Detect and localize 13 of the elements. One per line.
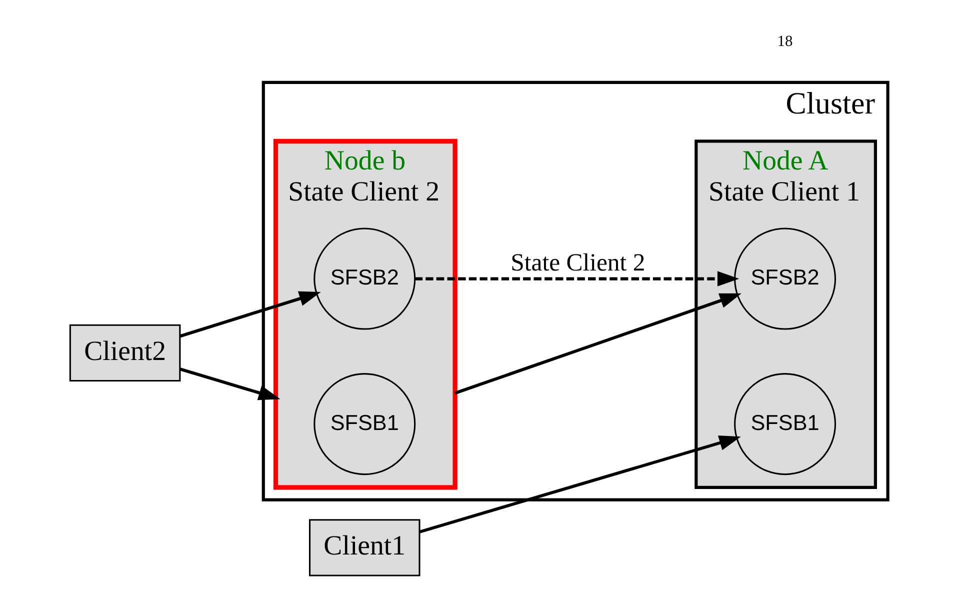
node-circle: SFSB2 [313, 228, 416, 330]
node-circle: SFSB2 [734, 228, 836, 330]
node-box: Client1 [308, 519, 420, 576]
arrow [454, 293, 741, 395]
node-circle: SFSB1 [734, 373, 836, 476]
node-box: Client2 [68, 324, 180, 382]
label: 18 [776, 33, 792, 50]
arrow [179, 368, 280, 400]
node-circle: SFSB1 [313, 373, 416, 476]
arrow [418, 436, 740, 534]
arrow [414, 271, 739, 286]
arrow [179, 291, 320, 338]
edge-label: State Client 2 [510, 250, 645, 277]
